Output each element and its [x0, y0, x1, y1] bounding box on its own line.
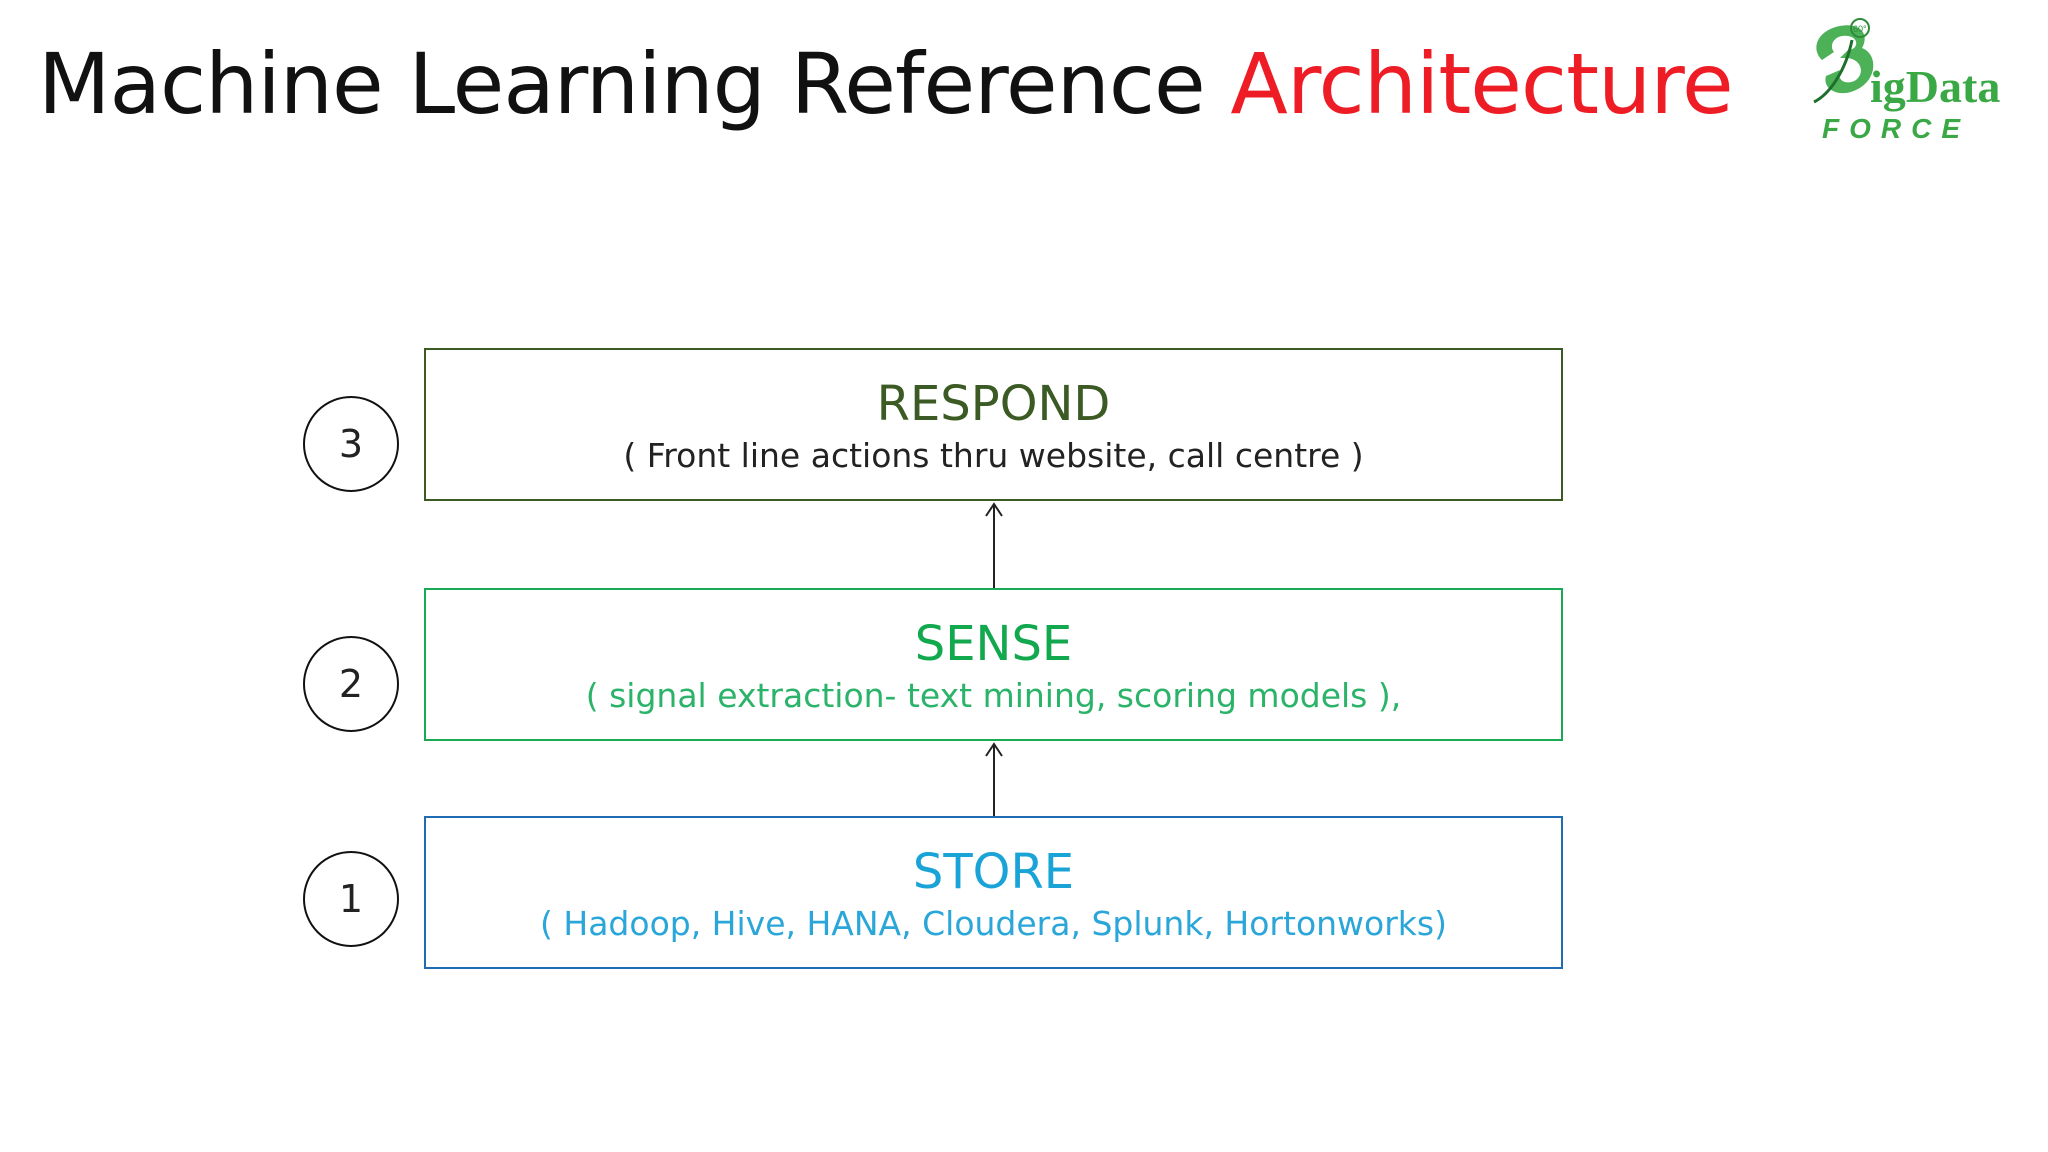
step-circle-1: 1	[303, 851, 399, 947]
layer-box-store: STORE ( Hadoop, Hive, HANA, Cloudera, Sp…	[424, 816, 1563, 969]
layer-title: RESPOND	[876, 376, 1111, 432]
layer-box-sense: SENSE ( signal extraction- text mining, …	[424, 588, 1563, 741]
title-highlight: Architecture	[1230, 35, 1733, 133]
layer-box-respond: RESPOND ( Front line actions thru websit…	[424, 348, 1563, 501]
step-number: 3	[338, 422, 364, 466]
slide-title: Machine Learning Reference Architecture	[38, 34, 1734, 134]
logo-text-top: igData	[1870, 61, 2000, 112]
layer-title: SENSE	[914, 616, 1073, 672]
step-circle-3: 3	[303, 396, 399, 492]
layer-title: STORE	[912, 844, 1075, 900]
title-main: Machine Learning Reference	[38, 35, 1231, 133]
layer-subtitle: ( Hadoop, Hive, HANA, Cloudera, Splunk, …	[540, 904, 1447, 943]
layer-subtitle: ( signal extraction- text mining, scorin…	[585, 676, 1402, 715]
step-circle-2: 2	[303, 636, 399, 732]
layer-subtitle: ( Front line actions thru website, call …	[623, 436, 1364, 475]
arrow-sense-to-respond-head	[985, 502, 1003, 517]
step-number: 2	[338, 662, 364, 706]
logo-text-bottom: FORCE	[1822, 113, 1970, 144]
svg-text:60°: 60°	[1853, 24, 1867, 34]
step-number: 1	[338, 877, 364, 921]
arrow-store-to-sense-head	[985, 742, 1003, 757]
big-data-force-logo-icon: 60° igData FORCE	[1813, 18, 2000, 144]
